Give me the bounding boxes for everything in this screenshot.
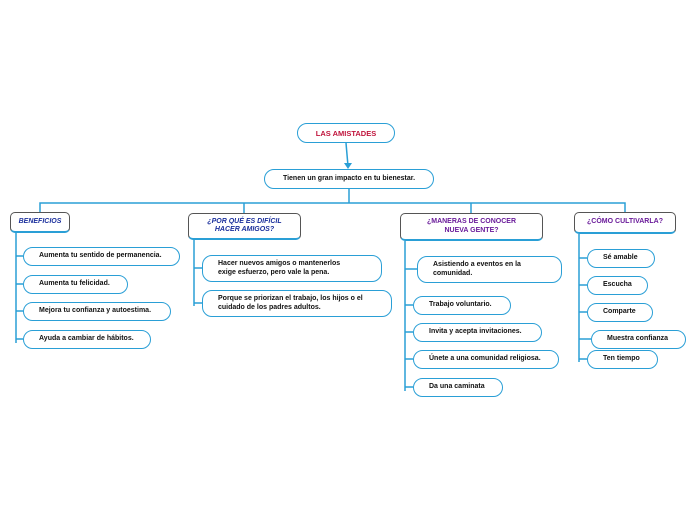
connector-porque-tree <box>193 240 202 306</box>
leaf-label: Da una caminata <box>429 383 485 391</box>
leaf-label: Únete a una comunidad religiosa. <box>429 355 541 363</box>
root-node[interactable]: LAS AMISTADES <box>297 123 395 143</box>
leaf-label: Ten tiempo <box>603 355 640 363</box>
branch-heading-label: BENEFICIOS <box>18 217 62 225</box>
leaf-node[interactable]: Aumenta tu felicidad. <box>23 275 128 294</box>
leaf-label: Sé amable <box>603 254 638 262</box>
leaf-label: Trabajo voluntario. <box>429 301 492 309</box>
branch-heading-label: ¿POR QUÉ ES DIFÍCIL HACER AMIGOS? <box>207 217 282 233</box>
branch-heading-label: ¿CÓMO CULTIVARLA? <box>587 218 663 226</box>
arrow-head <box>344 163 352 169</box>
leaf-node[interactable]: Asistiendo a eventos en la comunidad. <box>417 256 562 283</box>
leaf-node[interactable]: Muestra confianza <box>591 330 686 349</box>
leaf-node[interactable]: Ten tiempo <box>587 350 658 369</box>
leaf-node[interactable]: Sé amable <box>587 249 655 268</box>
central-node[interactable]: Tienen un gran impacto en tu bienestar. <box>264 169 434 189</box>
leaf-node[interactable]: Escucha <box>587 276 648 295</box>
leaf-node[interactable]: Invita y acepta invitaciones. <box>413 323 542 342</box>
leaf-label: Muestra confianza <box>607 335 669 343</box>
leaf-label: Comparte <box>603 308 636 316</box>
central-label: Tienen un gran impacto en tu bienestar. <box>282 174 416 182</box>
connector-root-central <box>345 142 349 167</box>
leaf-node[interactable]: Aumenta tu sentido de permanencia. <box>23 247 180 266</box>
leaf-node[interactable]: Mejora tu confianza y autoestima. <box>23 302 171 321</box>
branch-heading-maneras[interactable]: ¿MANERAS DE CONOCER NUEVA GENTE? <box>400 213 543 241</box>
leaf-node[interactable]: Trabajo voluntario. <box>413 296 511 315</box>
branch-heading-cultivarla[interactable]: ¿CÓMO CULTIVARLA? <box>574 212 676 234</box>
branch-heading-beneficios[interactable]: BENEFICIOS <box>10 212 70 233</box>
connector-bus <box>39 202 626 213</box>
leaf-label: Escucha <box>603 281 632 289</box>
leaf-node[interactable]: Únete a una comunidad religiosa. <box>413 350 559 369</box>
leaf-label: Aumenta tu sentido de permanencia. <box>39 252 162 260</box>
connector-cultivarla-tree <box>578 234 591 362</box>
leaf-label: Aumenta tu felicidad. <box>39 280 110 288</box>
leaf-node[interactable]: Hacer nuevos amigos o mantenerlos exige … <box>202 255 382 282</box>
leaf-label: Invita y acepta invitaciones. <box>429 328 522 336</box>
leaf-node[interactable]: Da una caminata <box>413 378 503 397</box>
leaf-label: Asistiendo a eventos en la comunidad. <box>433 261 521 277</box>
root-label: LAS AMISTADES <box>315 128 377 138</box>
connector-maneras-tree <box>404 241 417 391</box>
leaf-label: Hacer nuevos amigos o mantenerlos exige … <box>218 260 341 276</box>
branch-heading-label: ¿MANERAS DE CONOCER NUEVA GENTE? <box>426 218 517 234</box>
leaf-label: Mejora tu confianza y autoestima. <box>39 307 152 315</box>
leaf-label: Ayuda a cambiar de hábitos. <box>39 335 134 343</box>
leaf-node[interactable]: Porque se priorizan el trabajo, los hijo… <box>202 290 392 317</box>
connector-beneficios-tree <box>15 233 23 343</box>
leaf-node[interactable]: Ayuda a cambiar de hábitos. <box>23 330 151 349</box>
leaf-label: Porque se priorizan el trabajo, los hijo… <box>218 295 363 311</box>
branch-heading-porque[interactable]: ¿POR QUÉ ES DIFÍCIL HACER AMIGOS? <box>188 213 301 240</box>
leaf-node[interactable]: Comparte <box>587 303 653 322</box>
